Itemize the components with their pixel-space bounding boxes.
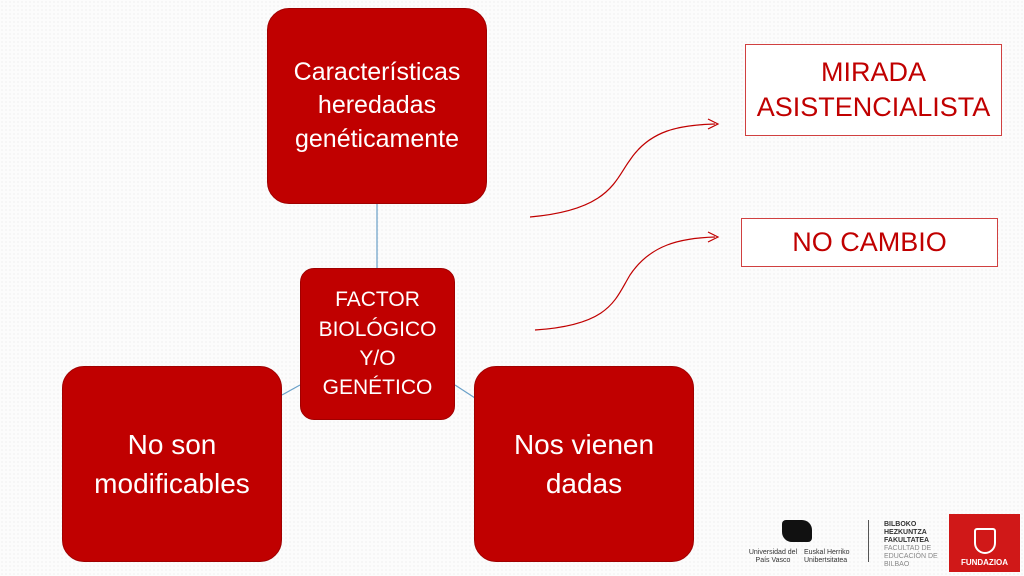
- fundazioa-text: FUNDAZIOA: [960, 558, 1009, 567]
- outcome-no-cambio: NO CAMBIO: [741, 218, 998, 267]
- upv-name-es: Universidad del País Vasco: [748, 549, 798, 565]
- outcome-mirada: MIRADA ASISTENCIALISTA: [745, 44, 1002, 136]
- left-box: No son modificables: [62, 366, 282, 562]
- connector-left: [281, 384, 301, 396]
- arrow-1: [529, 123, 716, 218]
- upv-logo: [782, 520, 812, 542]
- right-box: Nos vienen dadas: [474, 366, 694, 562]
- top-box: Características heredadas genéticamente: [267, 8, 487, 204]
- faculty-es: FACULTAD DE EDUCACIÓN DE BILBAO: [884, 545, 938, 569]
- top-text: Características heredadas genéticamente: [293, 58, 461, 153]
- club-crest-icon: [973, 528, 996, 554]
- right-text: Nos vienen dadas: [513, 428, 655, 499]
- left-text: No son modificables: [94, 428, 250, 499]
- center-box: FACTOR BIOLÓGICO Y/O GENÉTICO: [300, 268, 455, 420]
- faculty-eu: BILBOKO HEZKUNTZA FAKULTATEA: [884, 521, 930, 545]
- fundazioa-logo: FUNDAZIOA: [949, 514, 1020, 572]
- connector-right: [454, 384, 476, 399]
- outcome-text: NO CAMBIO: [792, 226, 947, 257]
- logo-divider: [868, 520, 869, 562]
- center-text: FACTOR BIOLÓGICO Y/O GENÉTICO: [318, 288, 437, 400]
- arrow-2: [534, 236, 716, 331]
- upv-name-eu: Euskal Herriko Unibertsitatea: [804, 549, 850, 565]
- outcome-text: MIRADA ASISTENCIALISTA: [756, 56, 991, 122]
